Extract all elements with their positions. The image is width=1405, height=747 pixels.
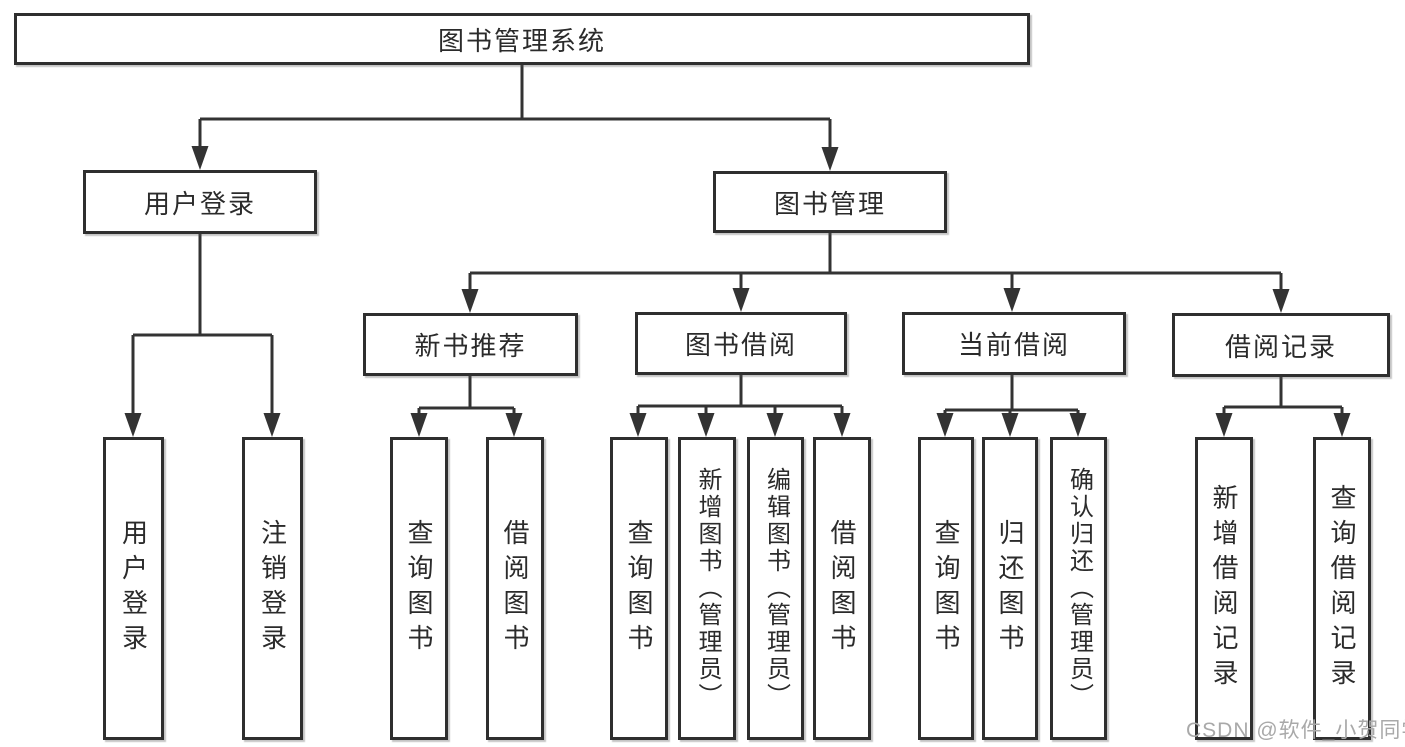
arrowhead	[1003, 288, 1021, 312]
leaf-return-book-label: 归还图书	[995, 518, 1025, 659]
node-current-borrowing: 当前借阅	[902, 312, 1126, 375]
node-user-login: 用户登录	[83, 170, 317, 234]
leaf-add-borrow-record-label: 新增借阅记录	[1209, 483, 1239, 694]
leaf-add-book-admin: 新增图书（管理员）	[678, 437, 736, 740]
leaf-borrow-books-2: 借阅图书	[813, 437, 871, 740]
node-borrowing-records: 借阅记录	[1172, 313, 1390, 377]
leaf-query-books-1-label: 查询图书	[404, 518, 434, 659]
node-root-label: 图书管理系统	[437, 25, 606, 56]
leaf-add-borrow-record: 新增借阅记录	[1195, 437, 1253, 740]
arrowhead	[1001, 413, 1019, 437]
node-new-book-recommend: 新书推荐	[363, 313, 578, 376]
connector-newbooks-to-leaves	[417, 376, 516, 414]
node-book-management: 图书管理	[713, 171, 947, 233]
leaf-query-books-2-label: 查询图书	[624, 518, 654, 659]
node-root: 图书管理系统	[14, 13, 1030, 65]
leaf-query-books-1: 查询图书	[390, 437, 448, 740]
node-user-login-label: 用户登录	[143, 188, 256, 219]
leaf-logout: 注销登录	[242, 437, 303, 740]
leaf-query-books-3: 查询图书	[918, 437, 974, 740]
leaf-borrow-books-1-label: 借阅图书	[500, 518, 530, 659]
arrowhead	[505, 413, 523, 437]
arrowhead	[1069, 413, 1087, 437]
leaf-add-book-admin-label: 新增图书（管理员）	[694, 467, 721, 710]
leaf-query-books-3-label: 查询图书	[931, 518, 961, 659]
arrowhead	[732, 288, 750, 312]
arrowhead	[697, 413, 715, 437]
arrowhead	[124, 413, 142, 437]
leaf-confirm-return-admin: 确认归还（管理员）	[1050, 437, 1107, 740]
arrowhead	[936, 413, 954, 437]
node-book-management-label: 图书管理	[773, 188, 886, 219]
arrowhead	[833, 413, 851, 437]
connector-root-to-level2	[198, 65, 832, 149]
arrowhead	[410, 413, 428, 437]
node-new-book-recommend-label: 新书推荐	[414, 331, 527, 361]
leaf-return-book: 归还图书	[982, 437, 1038, 740]
connector-records-to-leaves	[1222, 377, 1344, 414]
node-book-borrowing-label: 图书借阅	[684, 330, 797, 360]
connector-borrow-to-leaves	[636, 375, 844, 414]
leaf-user-login: 用户登录	[103, 437, 164, 740]
connector-userlogin-to-leaves	[131, 233, 274, 414]
leaf-logout-label: 注销登录	[257, 518, 288, 659]
connector-current-to-leaves	[943, 375, 1080, 414]
leaf-edit-book-admin-label: 编辑图书（管理员）	[762, 467, 790, 710]
leaf-user-login-label: 用户登录	[118, 518, 149, 659]
leaf-borrow-books-2-label: 借阅图书	[827, 518, 857, 659]
arrowhead	[629, 413, 647, 437]
arrowhead	[461, 289, 479, 313]
leaf-confirm-return-admin-label: 确认归还（管理员）	[1065, 467, 1093, 710]
arrowheads	[124, 146, 1351, 437]
arrowhead	[1215, 413, 1233, 437]
leaf-query-borrow-record-label: 查询借阅记录	[1327, 483, 1357, 694]
node-book-borrowing: 图书借阅	[635, 312, 847, 375]
connector-bookmgmt-to-level3	[468, 233, 1283, 290]
arrowhead	[1272, 289, 1290, 313]
leaf-borrow-books-1: 借阅图书	[486, 437, 544, 740]
leaf-query-books-2: 查询图书	[610, 437, 668, 740]
leaf-query-borrow-record: 查询借阅记录	[1313, 437, 1371, 740]
arrowhead	[766, 413, 784, 437]
node-current-borrowing-label: 当前借阅	[957, 330, 1070, 360]
csdn-watermark: CSDN @软件_小贺同学	[1186, 719, 1405, 742]
node-borrowing-records-label: 借阅记录	[1224, 331, 1337, 362]
arrowhead	[821, 147, 839, 171]
arrowhead	[191, 146, 209, 170]
leaf-edit-book-admin: 编辑图书（管理员）	[747, 437, 804, 740]
arrowhead	[263, 413, 281, 437]
arrowhead	[1333, 413, 1351, 437]
